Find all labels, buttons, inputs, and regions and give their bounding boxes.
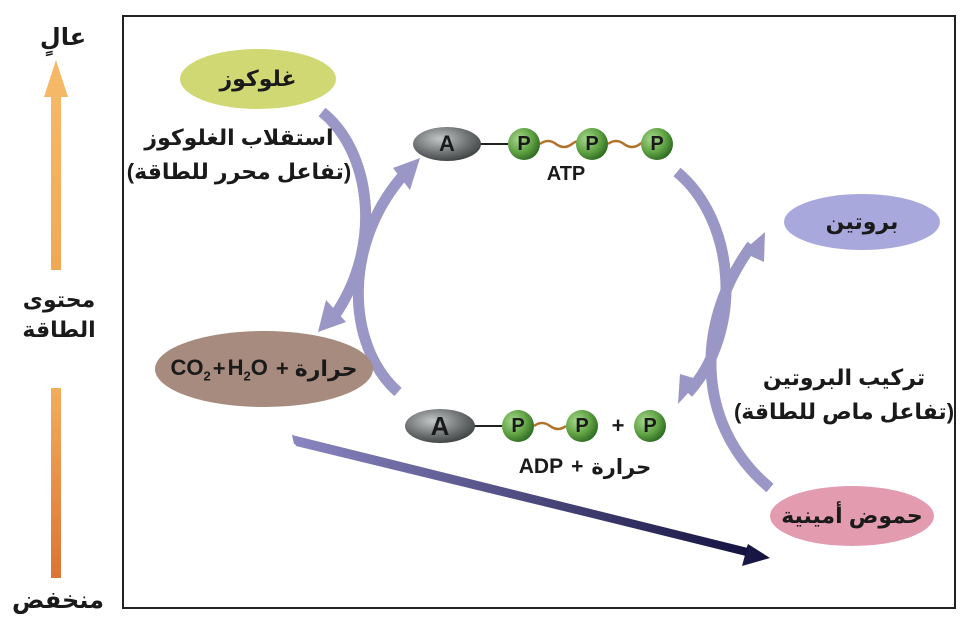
atp-phosphate-1-shape — [508, 128, 540, 160]
atp-phosphate-1: P — [517, 133, 531, 155]
atp-to-adp-arrowhead — [678, 374, 700, 404]
atp-phosphate-2: P — [585, 133, 599, 155]
atp-phosphate-3: P — [650, 133, 664, 155]
energy-axis-lower-bar — [51, 388, 61, 578]
glucose-label: غلوكوز — [219, 66, 297, 91]
energy-axis-title-line1: محتوى — [22, 287, 96, 312]
adp-phosphate-1-shape — [502, 410, 534, 442]
amino-acids-label: حموض أمينية — [781, 503, 923, 528]
amino-to-protein-arrowhead — [742, 232, 765, 262]
diagram-frame — [122, 15, 956, 609]
energy-axis-up-arrow — [44, 60, 68, 270]
co2-h2o-heat-label: CO2 + H2O حرارة + — [155, 331, 373, 407]
adp-phosphate-2-shape — [566, 410, 598, 442]
co2-text: CO2 — [170, 354, 211, 384]
free-phosphate: P — [643, 415, 657, 437]
energy-axis-title-line2: الطاقة — [22, 317, 96, 342]
glucose-catabolism-label: استقلاب الغلوكوز — [144, 125, 334, 150]
adp-plus-sign: + — [611, 413, 625, 438]
exergonic-reaction-label: (تفاعل محرر للطاقة) — [126, 159, 352, 184]
atp-adenine-shape — [413, 127, 481, 161]
atp-molecule — [413, 127, 673, 161]
atp-phosphate-3-shape — [641, 128, 673, 160]
protein-synthesis-label: تركيب البروتين — [762, 365, 926, 390]
adp-heat-plus: + — [571, 455, 584, 478]
free-phosphate-shape — [634, 410, 666, 442]
atp-phosphate-2-shape — [576, 128, 608, 160]
plus-sign: + — [212, 356, 226, 381]
amino-to-protein-arrow — [705, 241, 774, 493]
adp-text: ADP — [518, 455, 564, 478]
protein-oval — [784, 194, 940, 250]
protein-label: بروتين — [825, 209, 899, 234]
energy-low-label: منخفض — [12, 587, 104, 614]
adp-molecule — [405, 409, 666, 443]
adp-heat-label: ADP + حرارة — [500, 452, 670, 482]
adp-adenine-letter: A — [430, 411, 450, 441]
co2-to-atp-arrowhead — [393, 158, 420, 190]
glucose-to-co2-arrowhead — [318, 300, 346, 332]
glucose-oval — [180, 49, 336, 109]
h2o-text: H2O — [227, 354, 268, 384]
glucose-to-co2-arrow — [318, 107, 372, 322]
adp-heat-text: حرارة — [591, 455, 652, 479]
amino-acids-oval — [770, 486, 934, 546]
atp-to-adp-arrow — [673, 167, 732, 397]
co2-h2o-heat-oval — [155, 331, 373, 407]
atp-adenine-letter: A — [439, 131, 455, 156]
energy-high-label: عالٍ — [39, 24, 87, 51]
heat-text: حرارة + — [275, 356, 358, 381]
heat-loss-arrow — [292, 434, 770, 566]
co2-to-atp-arrow — [352, 166, 413, 397]
endergonic-reaction-label: (تفاعل ماص للطاقة) — [733, 399, 955, 424]
adp-adenine-shape — [405, 409, 475, 443]
atp-label: ATP — [546, 163, 586, 185]
adp-phosphate-2: P — [575, 415, 589, 437]
adp-phosphate-1: P — [511, 415, 525, 437]
